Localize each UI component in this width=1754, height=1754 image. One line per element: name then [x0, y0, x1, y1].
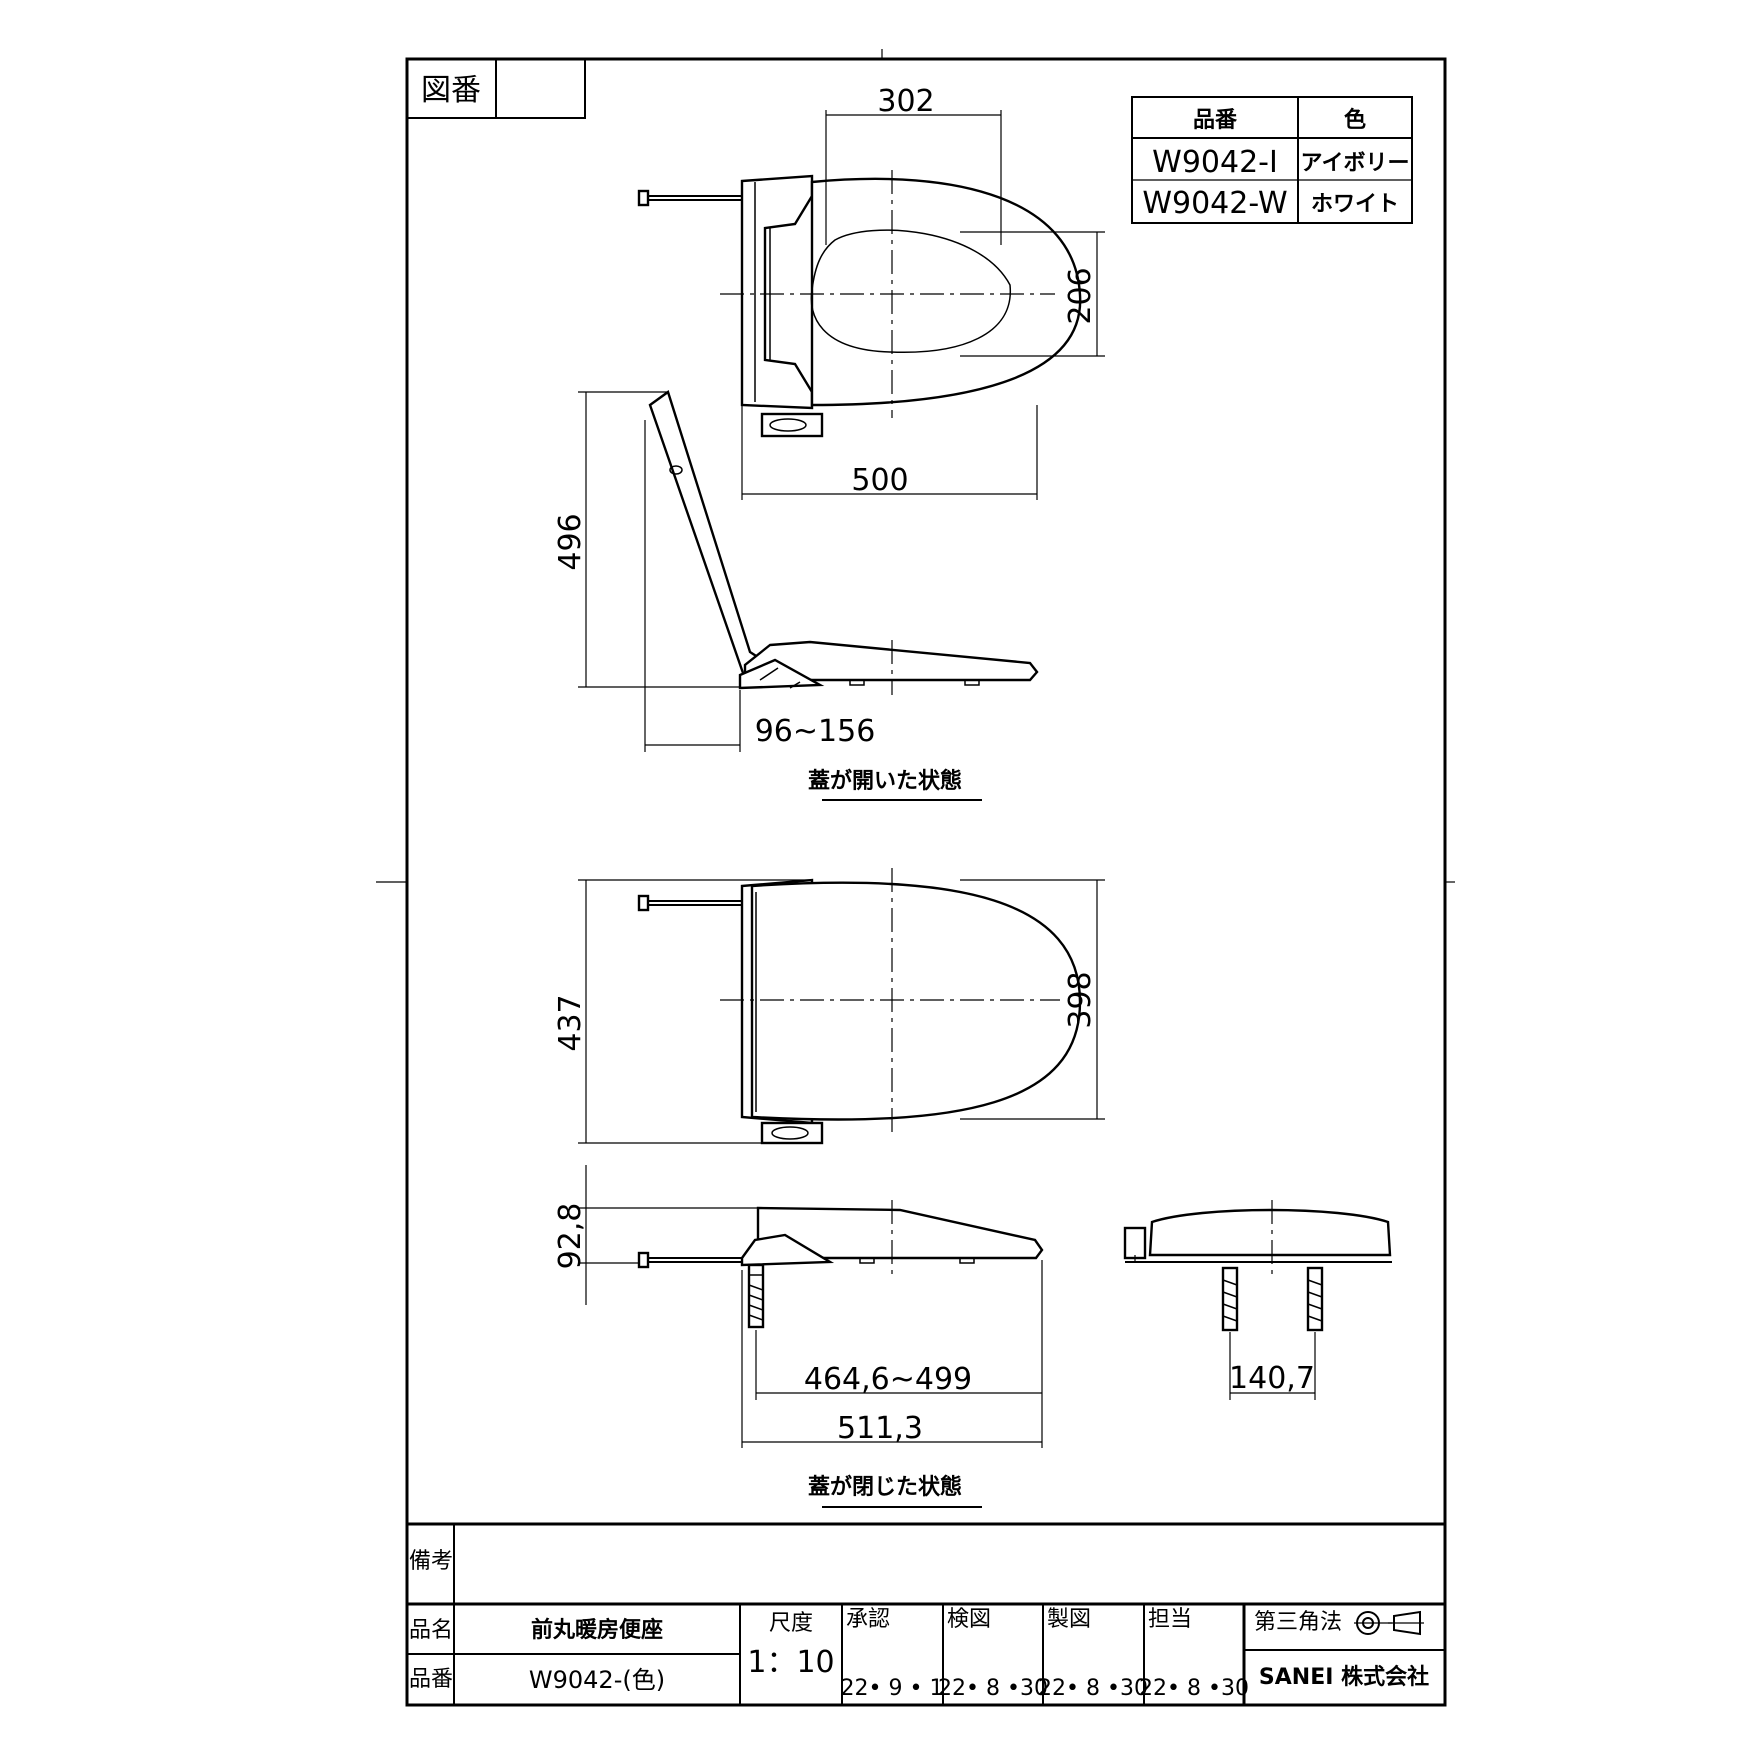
dim-464-499-label: 464,6~499 — [804, 1362, 972, 1397]
cord-connector — [637, 189, 650, 207]
dim-500: 500 — [741, 405, 1038, 500]
scale-value: 1：10 — [747, 1645, 834, 1680]
front-view-closed — [1123, 1200, 1392, 1332]
color-table-header-color: 色 — [1344, 107, 1366, 133]
approval-date: 22• 9 • 1 — [841, 1676, 944, 1701]
check-label: 検図 — [947, 1607, 991, 1632]
product-number-value: W9042-(色) — [529, 1666, 665, 1694]
side-view-closed — [637, 1200, 1044, 1329]
dim-140-7: 140,7 — [1229, 1332, 1316, 1400]
company-name: SANEI 株式会社 — [1259, 1664, 1429, 1690]
dim-96-156-label: 96~156 — [755, 714, 876, 749]
dim-398: 398 — [960, 879, 1105, 1120]
remarks-label: 備考 — [409, 1549, 453, 1574]
dim-398-label: 398 — [1063, 971, 1098, 1028]
dim-206-label: 206 — [1063, 267, 1098, 324]
drafting-label: 製図 — [1047, 1607, 1091, 1632]
dim-96-156: 96~156 — [644, 420, 876, 752]
scale-label: 尺度 — [769, 1611, 813, 1636]
dim-206: 206 — [960, 231, 1105, 357]
drawing-number-label: 図番 — [421, 73, 481, 108]
dim-511-3-label: 511,3 — [837, 1411, 923, 1446]
top-view-open — [637, 170, 1082, 438]
color-table: 品番 色 W9042-I アイボリー W9042-W ホワイト — [1131, 96, 1413, 224]
product-number-label: 品番 — [409, 1667, 453, 1692]
person-in-charge-date: 22• 8 •30 — [1139, 1676, 1249, 1701]
dim-92-8-label: 92,8 — [553, 1203, 588, 1270]
person-in-charge-label: 担当 — [1148, 1607, 1192, 1632]
color-table-cell-color: ホワイト — [1311, 192, 1399, 217]
dim-437-label: 437 — [553, 994, 588, 1051]
approval-label: 承認 — [846, 1607, 890, 1632]
plan-view-closed — [637, 868, 1082, 1145]
dim-437: 437 — [553, 879, 812, 1144]
caption-open: 蓋が開いた状態 — [808, 768, 982, 801]
projection-label: 第三角法 — [1254, 1610, 1342, 1635]
caption-closed: 蓋が閉じた状態 — [808, 1474, 982, 1508]
drawing-number-box: 図番 — [406, 58, 586, 119]
product-name-value: 前丸暖房便座 — [531, 1617, 663, 1643]
dim-496-label: 496 — [553, 513, 588, 570]
check-date: 22• 8 •30 — [938, 1676, 1048, 1701]
caption-open-text: 蓋が開いた状態 — [808, 768, 962, 794]
title-block: 備考 品名 前丸暖房便座 品番 W9042-(色) 尺度 1：10 承認 22•… — [407, 1522, 1445, 1705]
dim-496: 496 — [553, 391, 740, 688]
drafting-date: 22• 8 •30 — [1038, 1676, 1148, 1701]
dim-92-8: 92,8 — [553, 1165, 758, 1305]
side-view-open — [648, 390, 1039, 695]
dim-140-7-label: 140,7 — [1229, 1361, 1315, 1396]
color-table-header-hinban: 品番 — [1193, 108, 1238, 133]
dim-511-3: 511,3 — [741, 1270, 1042, 1448]
dim-464-499: 464,6~499 — [755, 1260, 1043, 1448]
color-table-cell-model: W9042-W — [1142, 186, 1287, 221]
dim-302-label: 302 — [877, 84, 934, 119]
color-table-cell-model: W9042-I — [1152, 145, 1278, 180]
third-angle-projection-icon — [1354, 1610, 1424, 1636]
product-name-label: 品名 — [409, 1618, 453, 1643]
dim-500-label: 500 — [851, 463, 908, 498]
color-table-cell-color: アイボリー — [1301, 151, 1410, 176]
caption-closed-text: 蓋が閉じた状態 — [808, 1474, 962, 1500]
dim-302: 302 — [825, 84, 1002, 245]
